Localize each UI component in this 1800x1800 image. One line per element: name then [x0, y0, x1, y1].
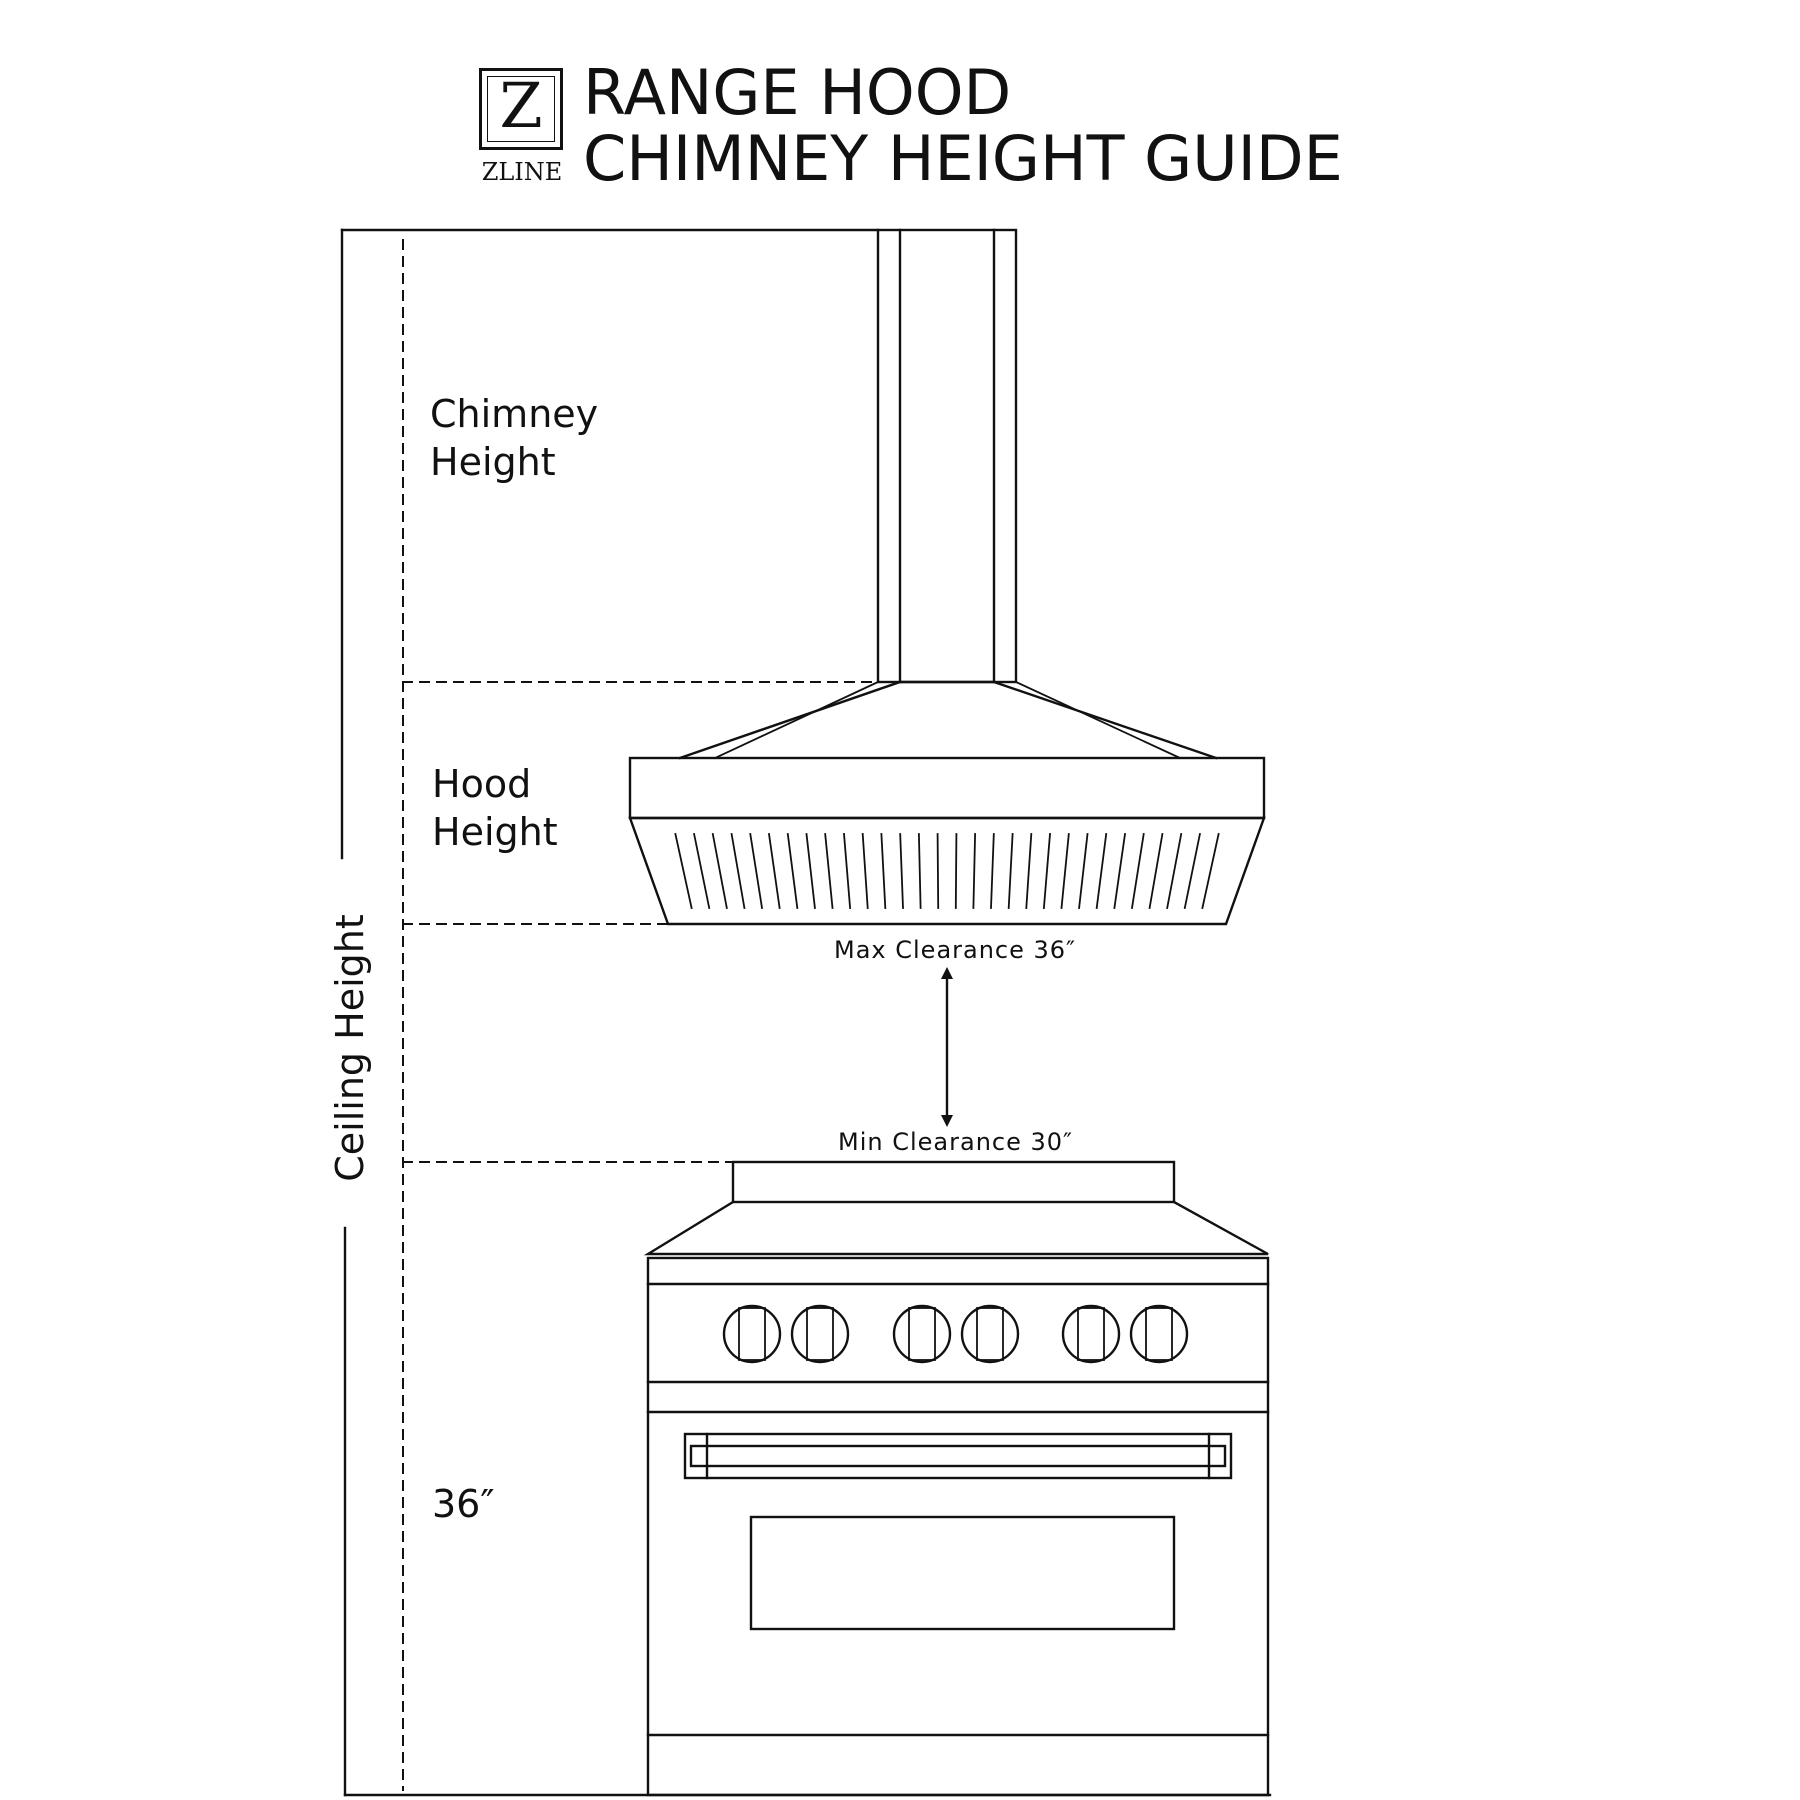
range-knob	[1061, 1304, 1121, 1364]
hood-baffle-slat	[917, 833, 922, 909]
dashed-guides	[402, 239, 881, 1791]
zline-logo-wordmark: ZLINE	[481, 158, 563, 186]
chimney-height-label: Chimney Height	[430, 390, 598, 486]
hood-height-label-line2: Height	[432, 810, 558, 854]
chimney-height-label-line2: Height	[430, 440, 556, 484]
hood-baffle-slat	[880, 833, 887, 909]
range-knob-grip	[806, 1307, 834, 1361]
hood-baffle-slat	[730, 832, 746, 910]
hood-baffle-slat	[1078, 833, 1089, 909]
range-knob-grip	[1145, 1307, 1173, 1361]
range-knob-grip	[1077, 1307, 1105, 1361]
hood-baffle-slat	[1113, 832, 1127, 910]
hood-height-label: Hood Height	[432, 760, 558, 856]
chimney	[876, 228, 1018, 684]
range-knob	[790, 1304, 850, 1364]
hood-baffle-slat	[990, 833, 995, 909]
hood-baffle-slat	[899, 833, 904, 909]
hood-baffle-slat	[786, 832, 799, 910]
hood-body	[628, 756, 1266, 926]
range-knob	[722, 1304, 782, 1364]
zline-logo-letter: Z	[499, 69, 543, 142]
hood-baffle-slat	[954, 833, 958, 909]
range-knob-grip	[738, 1307, 766, 1361]
range	[643, 1160, 1270, 1797]
hood-baffle-slat	[861, 833, 869, 909]
clearance-arrow	[941, 967, 953, 1127]
range-backguard	[731, 1160, 1176, 1204]
oven-handle-mount	[683, 1432, 1233, 1480]
hood-lower	[628, 816, 1266, 926]
hood-baffle-slat	[1007, 833, 1014, 909]
oven-handle-bar	[689, 1444, 1227, 1468]
hood-baffle-slat	[805, 833, 816, 909]
hood-band	[628, 756, 1266, 820]
hood-baffle-slat	[936, 833, 940, 909]
hood-canopy	[678, 680, 1218, 760]
range-knobs	[722, 1304, 1189, 1364]
chimney-outer	[876, 228, 1018, 684]
hood-baffle-slat	[1148, 832, 1164, 910]
title-line-1: RANGE HOOD	[583, 56, 1012, 129]
hood-baffle-slat	[711, 832, 728, 910]
chimney-height-label-line1: Chimney	[430, 392, 599, 436]
hood-baffle-slat	[767, 832, 781, 910]
range-knob-grip	[976, 1307, 1004, 1361]
zline-logo-inner-frame	[487, 76, 555, 142]
range-knob	[960, 1304, 1020, 1364]
hood-baffle-slat	[1201, 832, 1220, 910]
oven-window	[749, 1515, 1176, 1631]
hood-baffle-slat	[693, 832, 711, 910]
hood-baffle-slat	[1166, 832, 1183, 910]
hood-baffles	[674, 832, 1220, 910]
hood-baffle-slat	[1183, 832, 1201, 910]
zline-logo-box: Z	[479, 68, 563, 150]
hood-baffle-slat	[1042, 833, 1051, 909]
max-clearance-label: Max Clearance 36″	[834, 936, 1077, 964]
hood-baffle-slat	[1130, 832, 1145, 910]
hood-height-label-line1: Hood	[432, 762, 532, 806]
hood-baffle-slat	[674, 832, 693, 910]
hood-baffle-slat	[843, 833, 852, 909]
hood-baffle-slat	[1095, 832, 1108, 910]
hood-baffle-slat	[1060, 833, 1070, 909]
min-clearance-label: Min Clearance 30″	[838, 1128, 1073, 1156]
hood-baffle-slat	[972, 833, 977, 909]
ceiling-height-label: Ceiling Height	[328, 914, 372, 1182]
hood-baffle-slat	[1025, 833, 1033, 909]
range-knob	[1129, 1304, 1189, 1364]
hood-baffle-slat	[824, 833, 834, 909]
range-knob	[892, 1304, 952, 1364]
range-knob-grip	[908, 1307, 936, 1361]
hood-baffle-slat	[749, 832, 764, 910]
range-body	[646, 1256, 1270, 1797]
range-height-label: 36″	[432, 1482, 495, 1526]
title-line-2: CHIMNEY HEIGHT GUIDE	[583, 122, 1343, 195]
